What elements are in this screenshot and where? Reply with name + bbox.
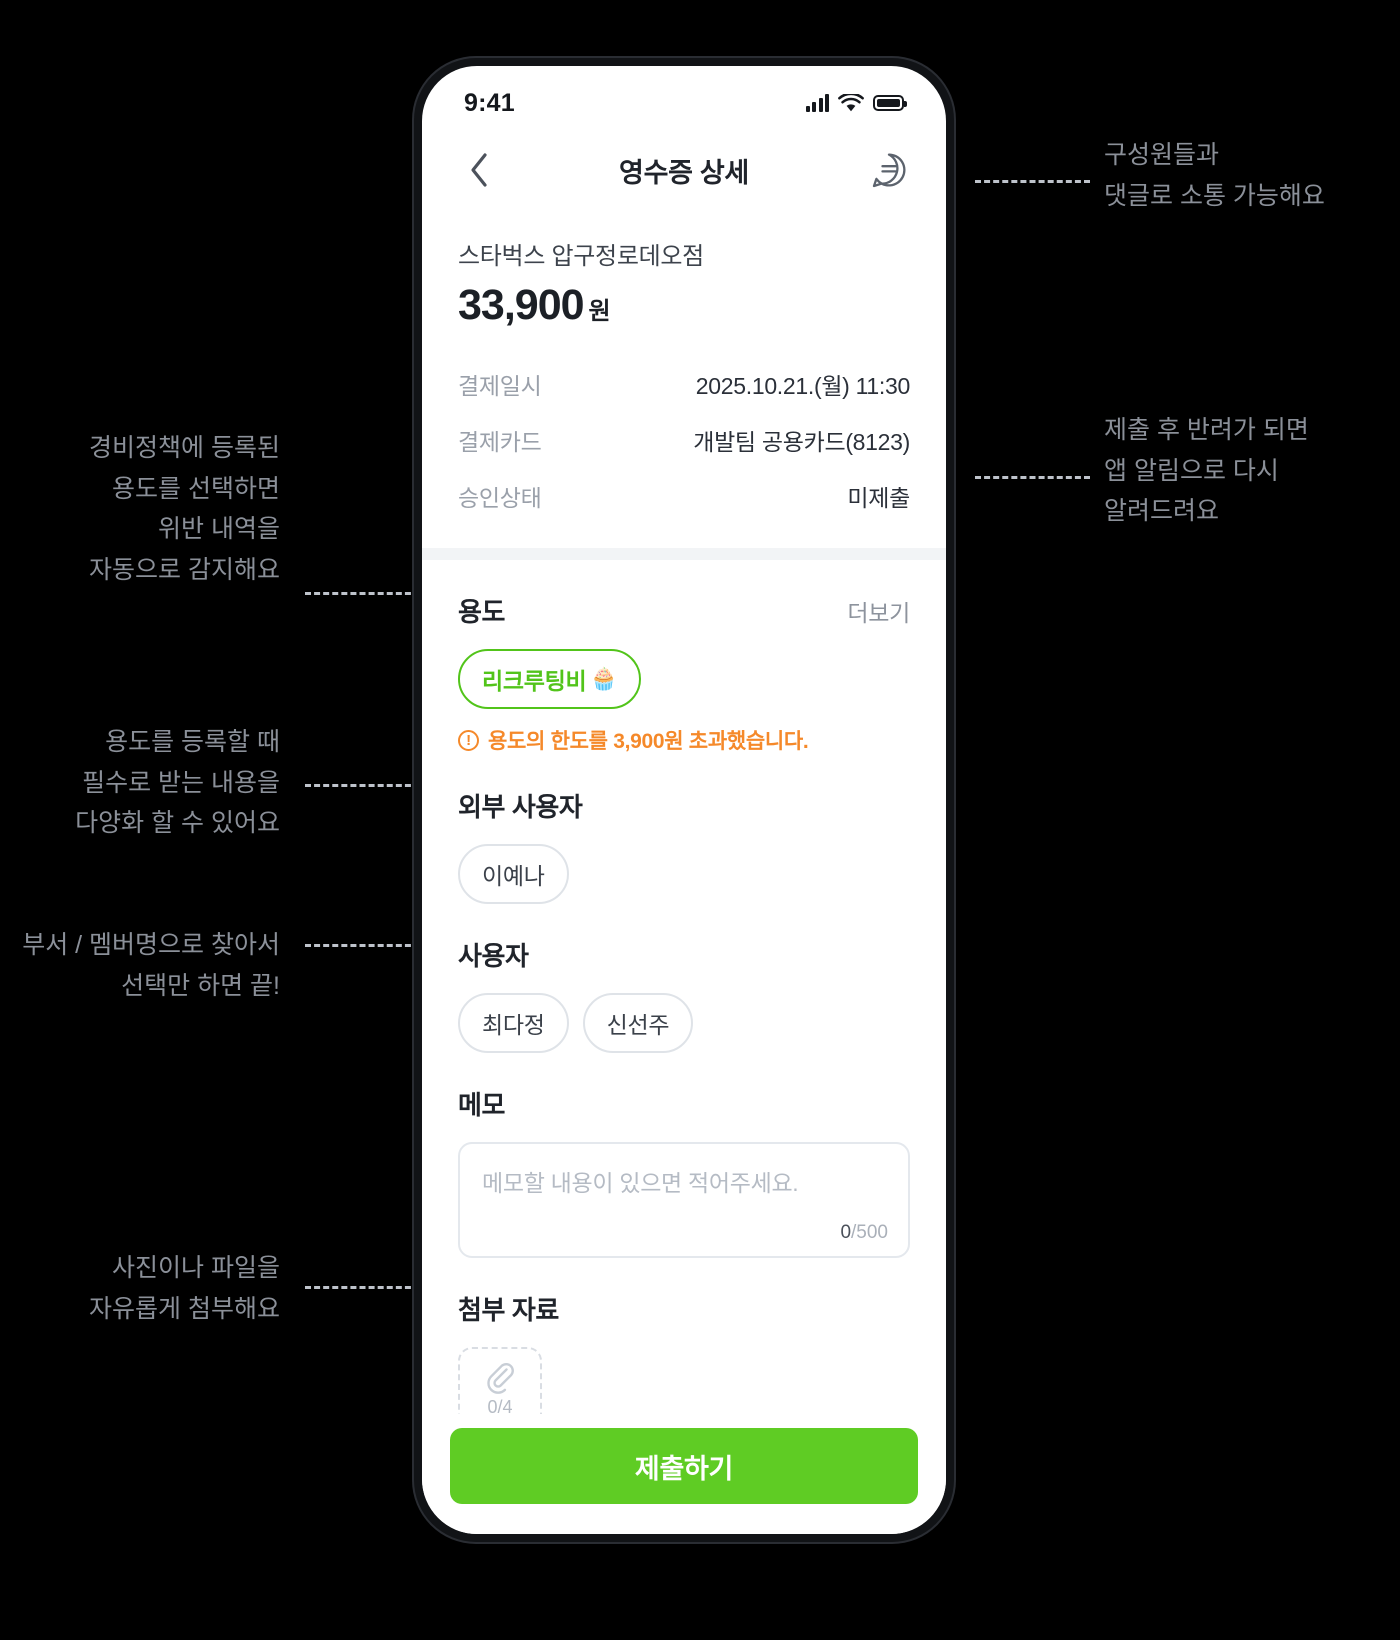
users-section: 사용자 최다정 신선주	[422, 936, 946, 1053]
detail-label: 승인상태	[458, 485, 542, 511]
phone-frame: 9:41 영수증 상세	[414, 58, 954, 1542]
amount-currency: 원	[588, 298, 611, 325]
users-title: 사용자	[458, 941, 529, 971]
purpose-header: 용도 더보기	[458, 592, 910, 629]
annotation-left-member-search: 부서 / 멤버명으로 찾아서 선택만 하면 끝!	[22, 931, 280, 1000]
battery-icon	[873, 95, 907, 111]
memo-section: 메모 메모할 내용이 있으면 적어주세요. 0/500	[422, 1085, 946, 1258]
leader-line-left-policy	[305, 592, 420, 595]
memo-character-counter: 0/500	[840, 1222, 888, 1244]
user-chip[interactable]: 신선주	[582, 993, 694, 1053]
cellular-signal-icon	[805, 94, 829, 112]
submit-bar: 제출하기	[422, 1414, 946, 1534]
detail-value: 2025.10.21.(월) 11:30	[695, 373, 911, 399]
detail-label: 결제일시	[458, 373, 542, 399]
status-bar: 9:41	[422, 66, 946, 128]
detail-label: 결제카드	[458, 429, 542, 455]
attachment-count: 0/4	[487, 1397, 513, 1417]
amount-value: 33,900	[458, 281, 585, 329]
receipt-content: 스타벅스 압구정로데오점 33,900 원 결제일시 2025.10.21.(월…	[422, 212, 946, 1431]
purpose-section: 용도 더보기 리크루팅비 🧁 ! 용도의 한도를 3,900원 초과했습니다.	[422, 592, 946, 755]
external-users-header: 외부 사용자	[458, 787, 910, 824]
attachments-title: 첨부 자료	[458, 1295, 559, 1325]
purpose-title: 용도	[458, 597, 506, 627]
memo-title: 메모	[458, 1090, 506, 1120]
purpose-chip[interactable]: 리크루팅비 🧁	[458, 649, 642, 709]
leader-line-left-attachment	[305, 1286, 420, 1289]
back-button[interactable]	[456, 147, 502, 193]
comment-icon	[872, 153, 906, 188]
wifi-icon	[838, 93, 864, 111]
external-users-section: 외부 사용자 이예나	[422, 787, 946, 904]
paperclip-icon	[487, 1362, 514, 1394]
status-badge: 미제출	[847, 485, 910, 511]
purpose-chip-label: 리크루팅비	[482, 668, 587, 694]
external-users-chip-list: 이예나	[458, 844, 910, 904]
receipt-summary: 스타벅스 압구정로데오점 33,900 원 결제일시 2025.10.21.(월…	[422, 212, 946, 524]
status-clock: 9:41	[464, 88, 515, 117]
submit-button[interactable]: 제출하기	[450, 1428, 918, 1504]
leader-line-right-rejection	[975, 476, 1090, 479]
external-user-chip[interactable]: 이예나	[458, 844, 569, 904]
memo-input[interactable]: 메모할 내용이 있으면 적어주세요. 0/500	[458, 1142, 910, 1258]
detail-row-card: 결제카드 개발팀 공용카드(8123)	[458, 412, 910, 468]
annotation-right-comment: 구성원들과 댓글로 소통 가능해요	[1104, 141, 1325, 210]
detail-row-status: 승인상태 미제출	[458, 468, 910, 524]
page-title: 영수증 상세	[619, 157, 749, 188]
phone-screen: 9:41 영수증 상세	[422, 66, 946, 1534]
alert-icon: !	[458, 729, 479, 751]
annotation-right-rejection: 제출 후 반려가 되면 앱 알림으로 다시 알려드려요	[1104, 416, 1309, 525]
amount-row: 33,900 원	[458, 281, 910, 330]
memo-count-max: /500	[851, 1222, 888, 1243]
leader-line-left-required-fields	[305, 784, 420, 787]
annotation-left-attachment: 사진이나 파일을 자유롭게 첨부해요	[89, 1254, 280, 1323]
comment-button[interactable]	[866, 147, 912, 193]
users-chip-list: 최다정 신선주	[458, 993, 910, 1053]
users-header: 사용자	[458, 936, 910, 973]
annotation-left-policy: 경비정책에 등록된 용도를 선택하면 위반 내역을 자동으로 감지해요	[89, 434, 280, 584]
chevron-left-icon	[471, 153, 487, 187]
status-icons	[805, 93, 907, 113]
memo-header: 메모	[458, 1085, 910, 1122]
user-chip[interactable]: 최다정	[458, 993, 569, 1053]
memo-count-current: 0	[840, 1222, 852, 1243]
merchant-name: 스타벅스 압구정로데오점	[458, 243, 704, 270]
detail-value: 개발팀 공용카드(8123)	[693, 429, 910, 455]
memo-placeholder: 메모할 내용이 있으면 적어주세요.	[482, 1170, 799, 1196]
nav-bar: 영수증 상세	[422, 128, 946, 212]
limit-warning: ! 용도의 한도를 3,900원 초과했습니다.	[458, 725, 910, 755]
cupcake-icon: 🧁	[590, 666, 618, 691]
section-divider	[422, 548, 946, 560]
leader-line-right-comment	[975, 180, 1090, 183]
limit-warning-text: 용도의 한도를 3,900원 초과했습니다.	[488, 730, 809, 753]
attachments-header: 첨부 자료	[458, 1290, 910, 1327]
purpose-more-button[interactable]: 더보기	[847, 599, 910, 626]
external-users-title: 외부 사용자	[458, 792, 583, 822]
detail-row-date: 결제일시 2025.10.21.(월) 11:30	[458, 356, 910, 412]
receipt-detail-list: 결제일시 2025.10.21.(월) 11:30 결제카드 개발팀 공용카드(…	[458, 356, 910, 524]
purpose-chip-list: 리크루팅비 🧁	[458, 649, 910, 709]
attachments-section: 첨부 자료 0/4	[422, 1290, 946, 1431]
annotation-left-required-fields: 용도를 등록할 때 필수로 받는 내용을 다양화 할 수 있어요	[75, 728, 280, 837]
leader-line-left-member-search	[305, 944, 420, 947]
